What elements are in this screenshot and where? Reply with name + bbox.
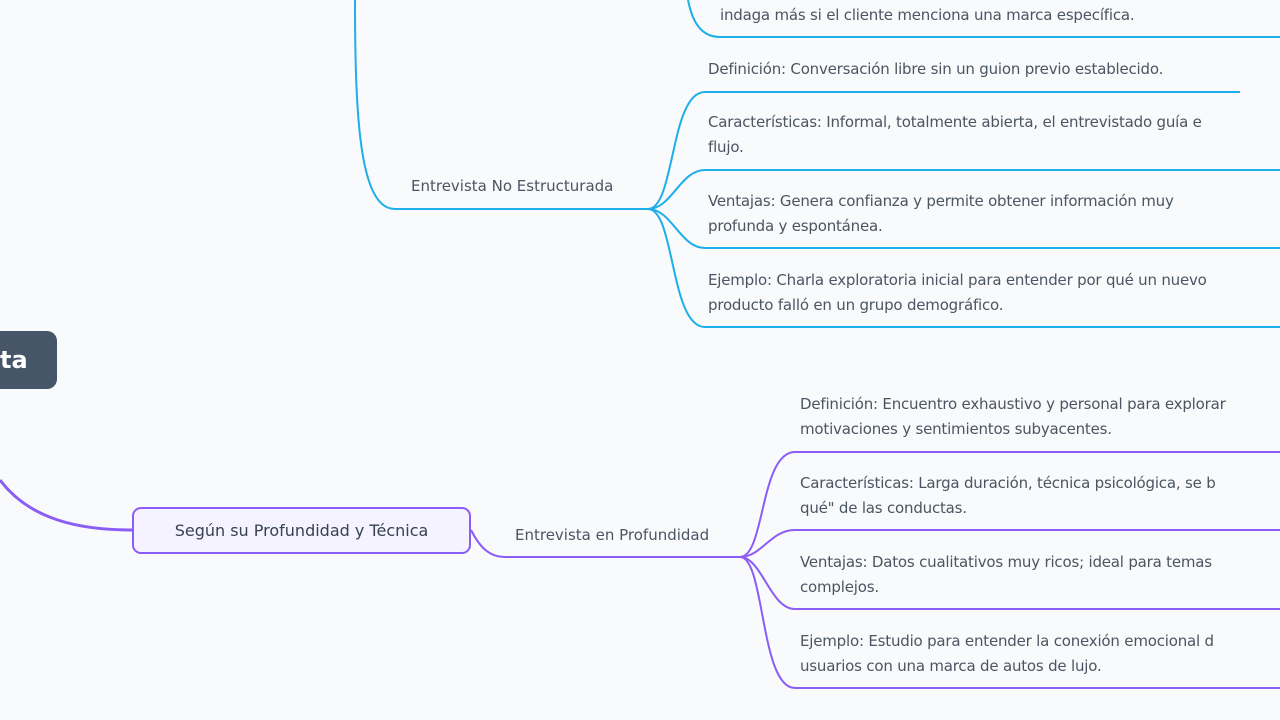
connector-leaf-p-ejemplo — [739, 556, 1280, 689]
connector-leaf-ejemplo — [647, 208, 1280, 328]
connector-leaf-p-ventajas — [739, 556, 1280, 610]
leaf-prev-tail[interactable]: indaga más si el cliente menciona una ma… — [720, 6, 1135, 24]
leaf-p-ejemplo[interactable]: Ejemplo: Estudio para entender la conexi… — [800, 632, 1214, 675]
leaf-ne-definicion[interactable]: Definición: Conversación libre sin un gu… — [708, 60, 1164, 78]
leaf-ne-ejemplo[interactable]: Ejemplo: Charla exploratoria inicial par… — [708, 271, 1207, 314]
connector-leaf-caracteristicas — [647, 169, 1280, 210]
connector-prev-leaf — [687, 0, 1280, 38]
connector-root-profundidad — [0, 479, 133, 532]
connector-leaf-p-caracteristicas — [739, 529, 1280, 558]
connector-entrevista-profundidad — [470, 529, 740, 558]
node-entrevista-en-profundidad[interactable]: Entrevista en Profundidad — [515, 526, 710, 544]
leaf-ne-ventajas[interactable]: Ventajas: Genera confianza y permite obt… — [708, 192, 1174, 235]
connector-leaf-ventajas — [647, 208, 1280, 249]
connector-leaf-definicion — [647, 91, 1240, 210]
connector-leaf-p-definicion — [739, 451, 1280, 558]
connector-no-estructurada — [354, 0, 648, 210]
node-segun-profundidad-tecnica[interactable]: Según su Profundidad y Técnica — [132, 507, 471, 554]
node-entrevista-no-estructurada[interactable]: Entrevista No Estructurada — [411, 177, 614, 195]
leaf-p-definicion[interactable]: Definición: Encuentro exhaustivo y perso… — [800, 395, 1226, 438]
leaf-ne-caracteristicas[interactable]: Características: Informal, totalmente ab… — [708, 113, 1202, 156]
leaf-p-caracteristicas[interactable]: Características: Larga duración, técnica… — [800, 474, 1216, 517]
leaf-p-ventajas[interactable]: Ventajas: Datos cualitativos muy ricos; … — [800, 553, 1212, 596]
root-node[interactable]: ta — [0, 331, 57, 389]
